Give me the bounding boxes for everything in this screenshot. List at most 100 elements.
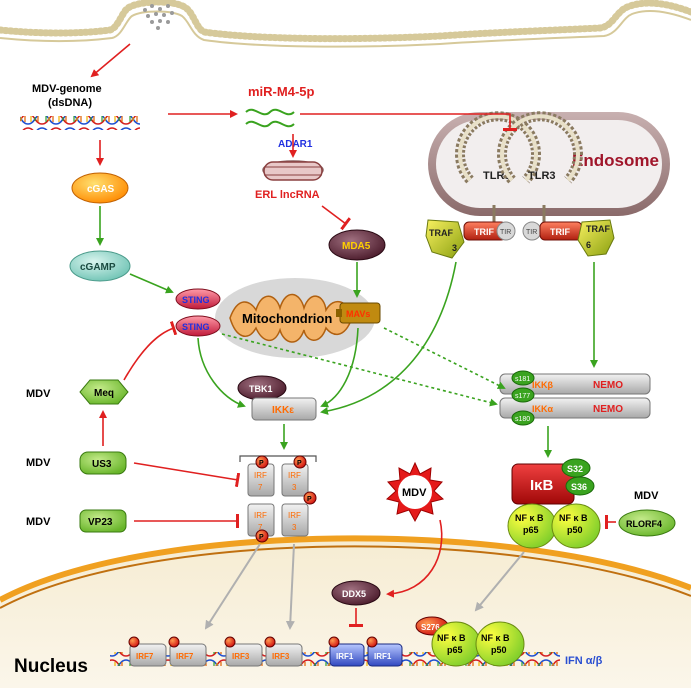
irf7-bottom-label: IRF: [254, 511, 267, 520]
s32-label: S32: [567, 464, 583, 474]
s36-label: S36: [571, 482, 587, 492]
adar1-complex: [262, 160, 324, 181]
traf3-label: TRAF: [429, 228, 453, 238]
s276-label: S276: [421, 623, 440, 632]
dotted-mavs-to-ikk: [383, 327, 506, 389]
s180-label: s180: [515, 416, 530, 423]
mitochondrion-label: Mitochondrion: [242, 311, 332, 326]
nuc-irf7-b: IRF7: [176, 652, 194, 661]
erl-label: ERL lncRNA: [255, 189, 320, 201]
traf6-shape: [577, 219, 615, 257]
nfkb-p50-node: [551, 503, 601, 549]
irf3-top-num: 3: [292, 483, 297, 492]
virion-particles: [143, 4, 174, 30]
traf3-shape: [425, 219, 465, 259]
meq-label: Meq: [94, 388, 114, 399]
mavs-label: MAVs: [346, 309, 370, 319]
plasma-membrane: [0, 0, 691, 48]
s181-badge: [511, 370, 535, 386]
ikke-label: IKKε: [272, 405, 294, 416]
arrow-nfkb-to-nucleus: [474, 551, 525, 612]
sting-node-top: [175, 288, 221, 310]
arrow-irf7-to-nucleus: [204, 543, 261, 630]
us3-label: US3: [92, 459, 112, 470]
rlorf4-node: [618, 509, 676, 537]
nuc-irf1-b: IRF1: [374, 652, 392, 661]
nuc-nfkb-p50-node: [475, 621, 525, 667]
mdv-vp23-label: MDV: [26, 516, 51, 528]
traf6-label: TRAF: [586, 224, 610, 234]
phospho-badges-nuc: [128, 636, 378, 648]
nuc-irf1-a: IRF1: [336, 652, 354, 661]
nuc-p65-label: p65: [447, 645, 463, 655]
red-activation-arrows: [90, 43, 443, 598]
mirna-label: miR-M4-5p: [248, 84, 315, 99]
gray-translocation-arrows: [204, 543, 525, 630]
tbk1-label: TBK1: [249, 384, 273, 394]
inhibit-mirna-to-tlr3: [300, 113, 517, 131]
nfkb-p50-label: NF κ B: [559, 513, 588, 523]
adar1-label: ADAR1: [278, 139, 313, 150]
tir-right-label: TIR: [526, 229, 537, 236]
phospho-label-4: P: [259, 534, 264, 541]
inhibit-meq-to-sting: [123, 321, 178, 381]
arrow-trif-to-ikke: [320, 261, 457, 415]
trif-right-label: TRIF: [550, 227, 570, 237]
arrow-mavs-to-ikke: [320, 327, 359, 408]
s181-label: s181: [515, 376, 530, 383]
arrow-sting-to-ikke: [197, 337, 246, 408]
ikb-label: IκB: [530, 477, 554, 494]
phospho-label-3: P: [307, 496, 312, 503]
mdv-genome-dna: [20, 116, 140, 130]
irf7-top-num: 7: [258, 483, 263, 492]
nuclear-irf7-irf3: [129, 643, 303, 667]
nemo-top-label: NEMO: [593, 380, 623, 391]
us3-node: [79, 451, 127, 475]
irf7-bottom-num: 7: [258, 523, 263, 532]
endosome: [428, 112, 670, 216]
p50-label: p50: [567, 525, 583, 535]
nucleus-label: Nucleus: [14, 656, 88, 677]
irf-bracket: [239, 455, 317, 462]
nuc-nfkb-p65-node: [431, 621, 481, 667]
meq-node: [79, 379, 129, 405]
inhibit-erl-to-mda5: [321, 205, 351, 231]
s180-badge: [511, 410, 535, 426]
green-activation-arrows: [96, 206, 598, 458]
arrow-mdv-to-ddx5: [386, 519, 443, 598]
arrow-cgamp-to-sting: [129, 273, 174, 294]
nuc-nfkb-p50-label: NF κ B: [481, 633, 510, 643]
nuc-irf7-a: IRF7: [136, 652, 154, 661]
ddx5-node: [331, 580, 381, 606]
mdv-meq-label: MDV: [26, 388, 51, 400]
mdv-us3-label: MDV: [26, 457, 51, 469]
s177-label: s177: [515, 393, 530, 400]
mdv-genome-label: MDV-genome: [32, 83, 102, 95]
vp23-node: [79, 509, 127, 533]
rlorf4-label: RLORF4: [626, 519, 662, 529]
nuc-irf3-b: IRF3: [272, 652, 290, 661]
arrow-irf3-to-nucleus: [285, 543, 295, 630]
mda5-node: [328, 229, 386, 261]
cgas-label: cGAS: [87, 184, 115, 195]
sting-top-label: STING: [182, 295, 210, 305]
irf-cyto-bottom: [247, 503, 309, 537]
mda5-label: MDA5: [342, 241, 371, 252]
nuclear-irf1: [329, 643, 403, 667]
ikke-node: [251, 397, 317, 421]
nemo-bottom-label: NEMO: [593, 404, 623, 415]
irf3-bottom-num: 3: [292, 523, 297, 532]
green-dotted-arrows: [221, 327, 506, 407]
mirna-strand-2: [245, 120, 295, 128]
irf3-top-label: IRF: [288, 471, 301, 480]
ifn-label: IFN α/β: [565, 655, 603, 667]
cgamp-label: cGAMP: [80, 262, 116, 273]
ikka-node: [499, 397, 651, 419]
nuc-p50-label: p50: [491, 645, 507, 655]
phospho-badges-cyto: [255, 455, 317, 543]
traf6-num: 6: [586, 240, 591, 250]
cgamp-node: [69, 250, 131, 282]
ikka-label: IKKα: [532, 404, 553, 414]
nfkb-p65-label: NF κ B: [515, 513, 544, 523]
